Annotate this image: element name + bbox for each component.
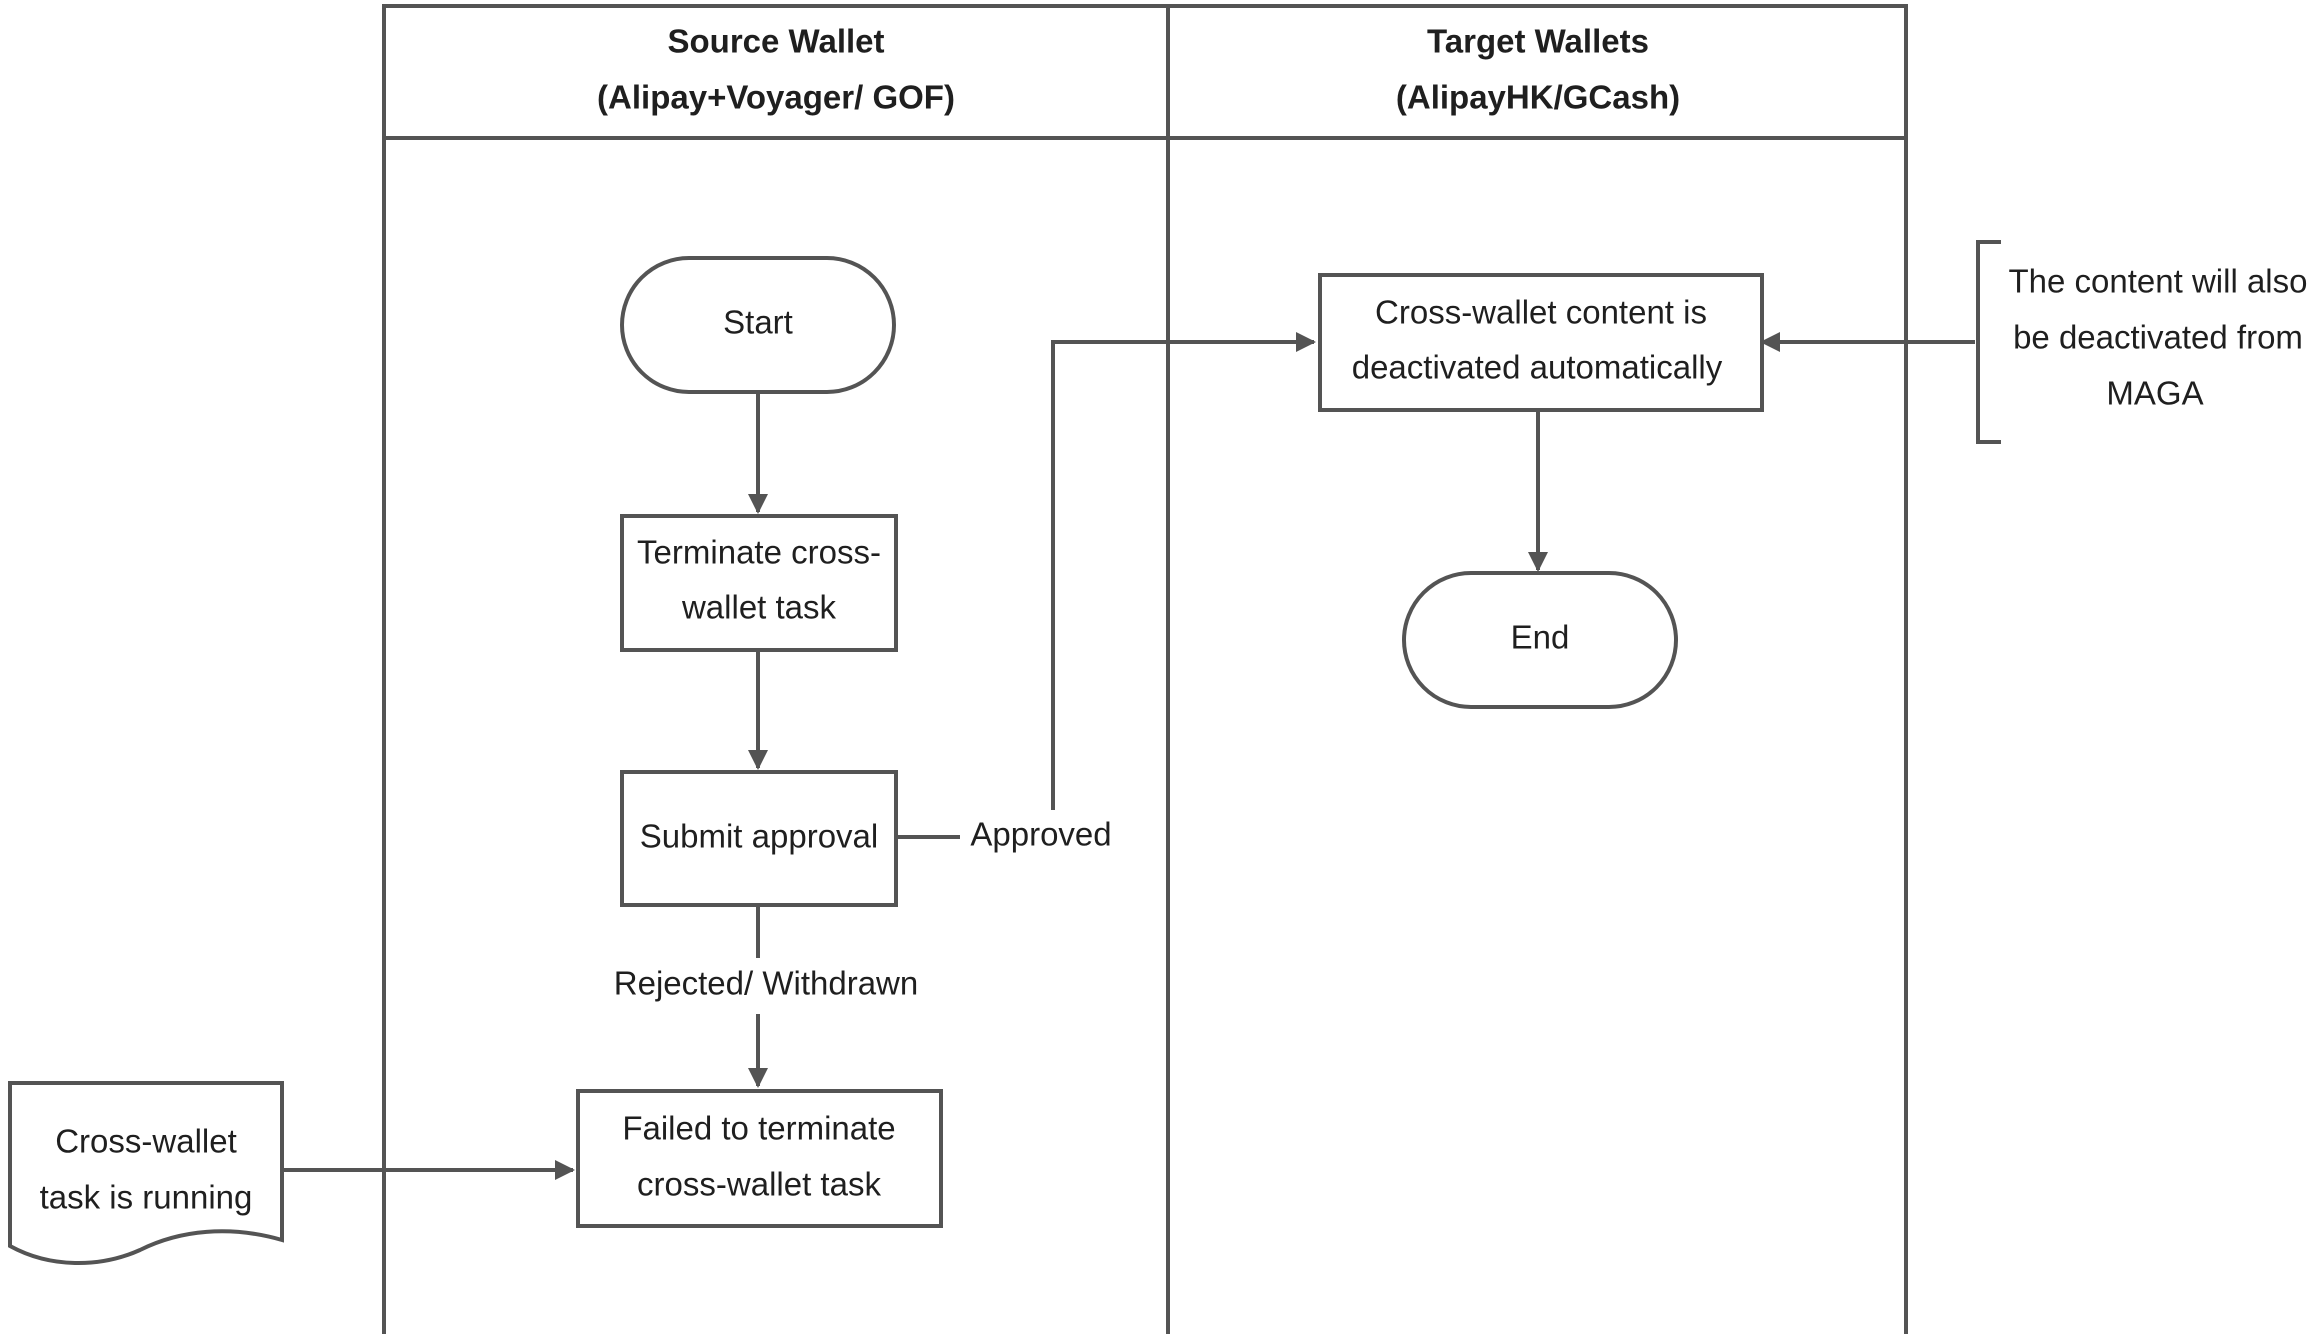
lane-target-subtitle: (AlipayHK/GCash) [1396, 79, 1680, 116]
running-label-line2: task is running [40, 1179, 253, 1216]
lane-source-subtitle: (Alipay+Voyager/ GOF) [597, 79, 955, 116]
failed-label-line1: Failed to terminate [622, 1110, 895, 1147]
task-running-document-node: Cross-wallet task is running [8, 1081, 284, 1265]
running-label-line1: Cross-wallet [55, 1123, 237, 1160]
note-line3: MAGA [2106, 375, 2203, 412]
deactivated-node: Cross-wallet content is deactivated auto… [1318, 273, 1764, 412]
terminate-label-line2: wallet task [681, 589, 837, 626]
end-label: End [1511, 619, 1570, 656]
start-label: Start [723, 304, 793, 341]
lane-target-title: Target Wallets [1427, 23, 1649, 60]
note-line2: be deactivated from [2013, 319, 2303, 356]
edges [282, 332, 1975, 1180]
note-line1: The content will also [2009, 263, 2308, 300]
lane-source-title: Source Wallet [668, 23, 885, 60]
terminate-task-node: Terminate cross- wallet task [620, 514, 898, 652]
rejected-withdrawn-label: Rejected/ Withdrawn [614, 965, 918, 1002]
failed-terminate-node: Failed to terminate cross-wallet task [576, 1089, 943, 1228]
start-node: Start [620, 256, 896, 394]
failed-label-line2: cross-wallet task [637, 1166, 881, 1203]
terminate-label-line1: Terminate cross- [637, 534, 881, 571]
edge-approved-to-deactivated [1051, 332, 1316, 810]
end-node: End [1402, 571, 1678, 709]
deactivated-label-line1: Cross-wallet content is [1375, 294, 1707, 331]
swimlane-frame [382, 4, 1908, 1334]
approved-label: Approved [970, 816, 1111, 853]
submit-label: Submit approval [640, 818, 878, 855]
annotation-note: The content will also be deactivated fro… [1976, 240, 2308, 444]
submit-approval-node: Submit approval [620, 770, 898, 907]
deactivated-label-line2: deactivated automatically [1352, 349, 1723, 386]
